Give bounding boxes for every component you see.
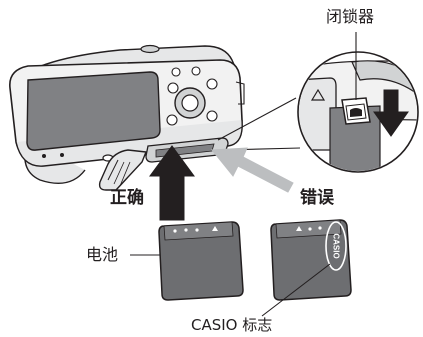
dpad-center [181,94,199,112]
camera-illustration [9,44,301,191]
battery-cover [98,149,147,191]
latch-label: 闭锁器 [326,7,375,26]
wrong-direction-arrow [210,147,294,193]
casio-logo: CASIO [332,233,341,258]
battery-wrong: CASIO [270,219,352,301]
casio-logo-highlight [325,221,347,271]
battery-label: 电池 [86,245,119,264]
casio-mark-label: CASIO 标志 [191,316,273,334]
latch-closeup-inset [297,32,419,173]
battery-correct [158,221,244,301]
wrong-label: 错误 [300,188,334,208]
correct-direction-arrow [149,145,195,221]
latch-push-arrow [373,89,409,137]
correct-label: 正确 [110,188,144,208]
casio-mark-leader [261,263,331,317]
camera-screen [26,71,161,151]
